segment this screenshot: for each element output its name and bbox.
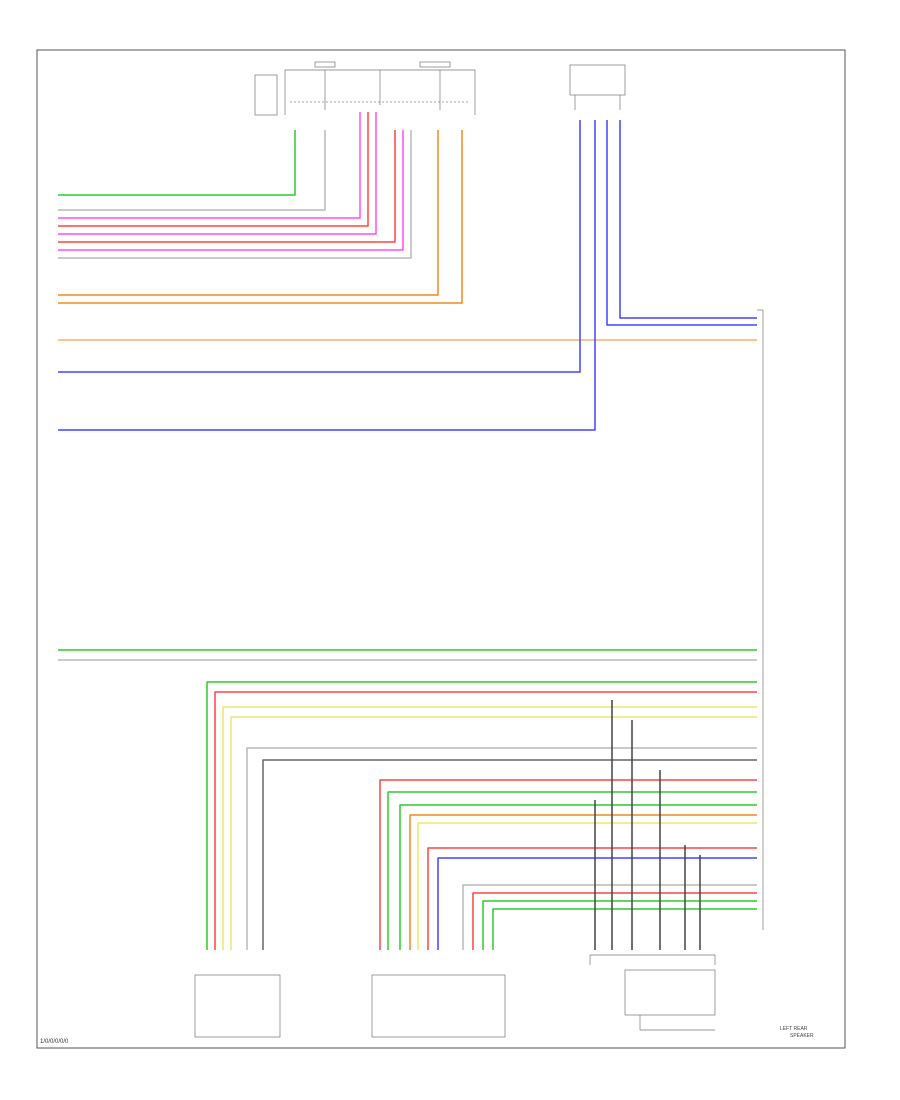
wire-group (58, 112, 757, 950)
left-rear-speaker-label-2: SPEAKER (790, 1033, 814, 1039)
bottom-components (194, 954, 716, 1038)
footer-code: 1/0/0/0/0/0 (40, 1039, 69, 1045)
right-module-bus (757, 309, 764, 930)
top-right-connector (569, 64, 626, 110)
left-rear-speaker-label-1: LEFT REAR (780, 1026, 808, 1032)
top-connector-group (254, 61, 476, 116)
diagram-frame (36, 49, 846, 1049)
